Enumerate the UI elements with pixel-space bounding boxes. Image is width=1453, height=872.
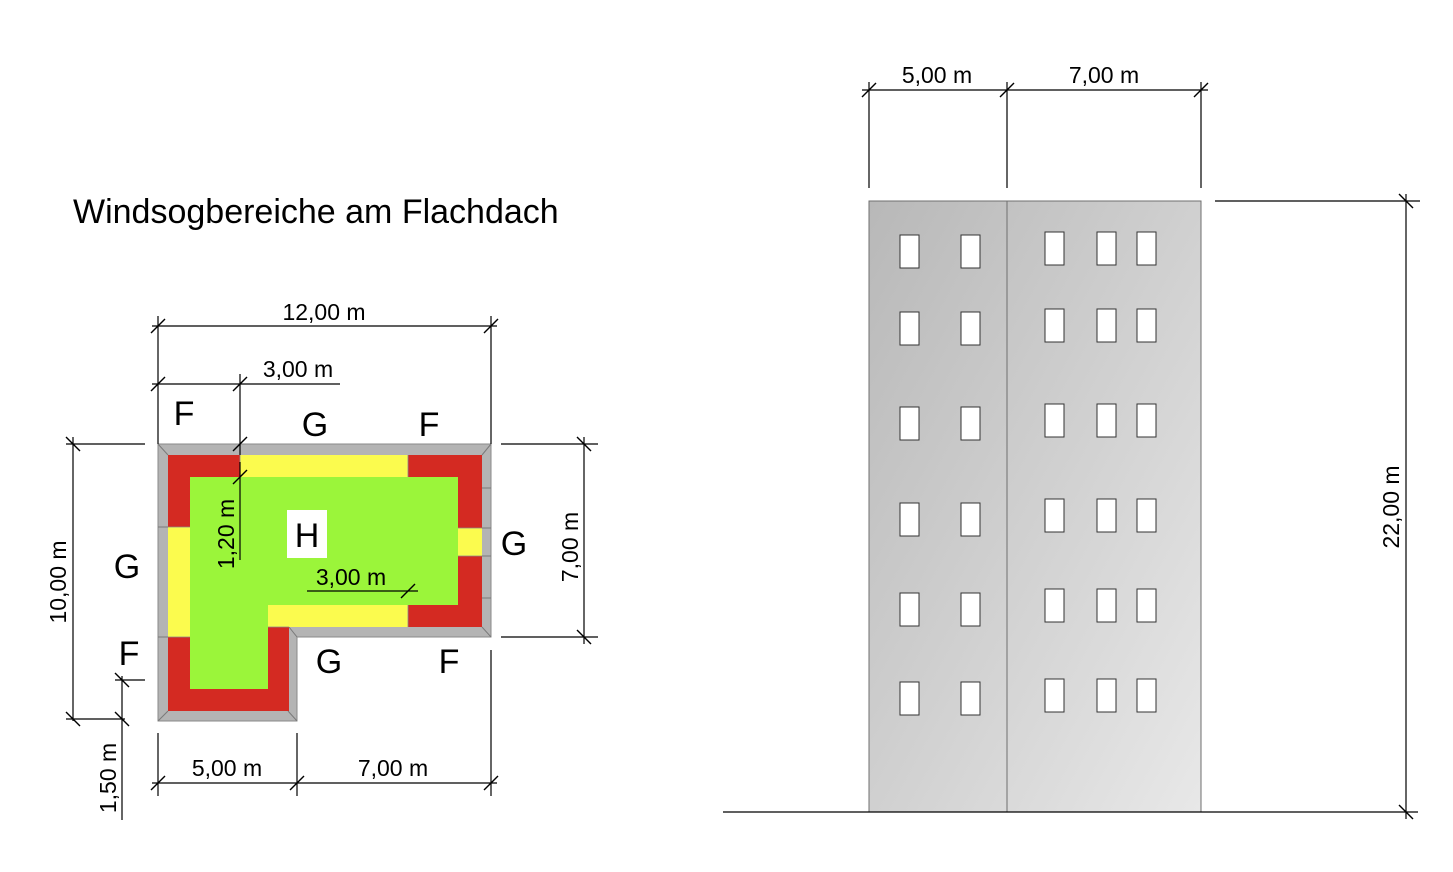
- zone-G-inner-bottom: [268, 605, 408, 627]
- dim-label-right-width: 7,00 m: [358, 755, 428, 781]
- window: [1044, 403, 1065, 438]
- zone-G-right: [458, 528, 482, 556]
- window: [960, 592, 981, 627]
- dim-offset: 1,50 m: [95, 672, 145, 820]
- roof-plan: H F G F G G F G F 12,00 m 3,00 m: [45, 299, 598, 820]
- window: [899, 592, 920, 627]
- dim-label-right-depth: 7,00 m: [557, 512, 583, 582]
- parapet-bevels: [157, 443, 492, 722]
- zone-label-F-bottom-right: F: [439, 643, 460, 681]
- dim-label-total-width: 12,00 m: [282, 299, 365, 325]
- windows: [899, 231, 1157, 716]
- window: [1096, 678, 1117, 713]
- dim-corner-width: 3,00 m: [150, 356, 340, 455]
- window: [899, 406, 920, 441]
- dim-label-inner-step: 3,00 m: [316, 564, 386, 590]
- dim-label-corner-width: 3,00 m: [263, 356, 333, 382]
- window: [1136, 231, 1157, 266]
- dim-label-total-depth: 10,00 m: [45, 540, 71, 623]
- window: [960, 502, 981, 537]
- window: [899, 234, 920, 269]
- dim-elevation-height: 22,00 m: [1215, 193, 1420, 820]
- zone-label-F-bottom-left: F: [119, 635, 140, 673]
- window: [960, 234, 981, 269]
- window: [960, 311, 981, 346]
- zone-label-F-top-left: F: [174, 395, 195, 433]
- dim-label-elev-height: 22,00 m: [1378, 465, 1404, 548]
- dim-total-width: 12,00 m: [150, 299, 499, 444]
- window: [1096, 403, 1117, 438]
- zone-H-label-box: [287, 510, 327, 558]
- window: [1136, 498, 1157, 533]
- window: [899, 502, 920, 537]
- zone-label-G-top: G: [302, 406, 328, 444]
- zone-label-G-left: G: [114, 548, 140, 586]
- window: [1096, 588, 1117, 623]
- window: [1044, 308, 1065, 343]
- zone-H: [190, 477, 458, 689]
- dim-edge-depth: 1,20 m: [213, 462, 248, 569]
- building-elevation: 5,00 m 7,00 m 22,00 m: [723, 62, 1420, 820]
- window: [1136, 588, 1157, 623]
- window: [1096, 231, 1117, 266]
- dim-right-depth: 7,00 m: [501, 436, 598, 645]
- dim-inner-step: 3,00 m: [307, 564, 418, 599]
- window: [960, 681, 981, 716]
- window: [899, 681, 920, 716]
- zone-G-left: [168, 527, 190, 637]
- dim-label-elev-right-width: 7,00 m: [1069, 62, 1139, 88]
- tick-corner: [232, 436, 248, 452]
- window: [1044, 231, 1065, 266]
- zone-G-top: [240, 455, 408, 477]
- dim-label-offset: 1,50 m: [95, 743, 121, 813]
- window: [1136, 403, 1157, 438]
- dim-bottom-widths: 5,00 m 7,00 m: [150, 650, 499, 796]
- dim-label-left-width: 5,00 m: [192, 755, 262, 781]
- window: [1136, 678, 1157, 713]
- dim-label-edge-depth: 1,20 m: [213, 499, 239, 569]
- window: [899, 311, 920, 346]
- zone-label-G-bottom: G: [316, 643, 342, 681]
- window: [960, 406, 981, 441]
- window: [1096, 308, 1117, 343]
- dim-total-depth: 10,00 m: [45, 436, 145, 727]
- dim-label-elev-left-width: 5,00 m: [902, 62, 972, 88]
- window: [1096, 498, 1117, 533]
- dim-elevation-widths: 5,00 m 7,00 m: [861, 62, 1209, 188]
- window: [1136, 308, 1157, 343]
- zone-label-H: H: [295, 517, 320, 555]
- zone-label-G-right: G: [501, 525, 527, 563]
- window: [1044, 498, 1065, 533]
- diagram-title: Windsogbereiche am Flachdach: [73, 193, 559, 231]
- zone-label-F-top-right: F: [419, 406, 440, 444]
- window: [1044, 678, 1065, 713]
- window: [1044, 588, 1065, 623]
